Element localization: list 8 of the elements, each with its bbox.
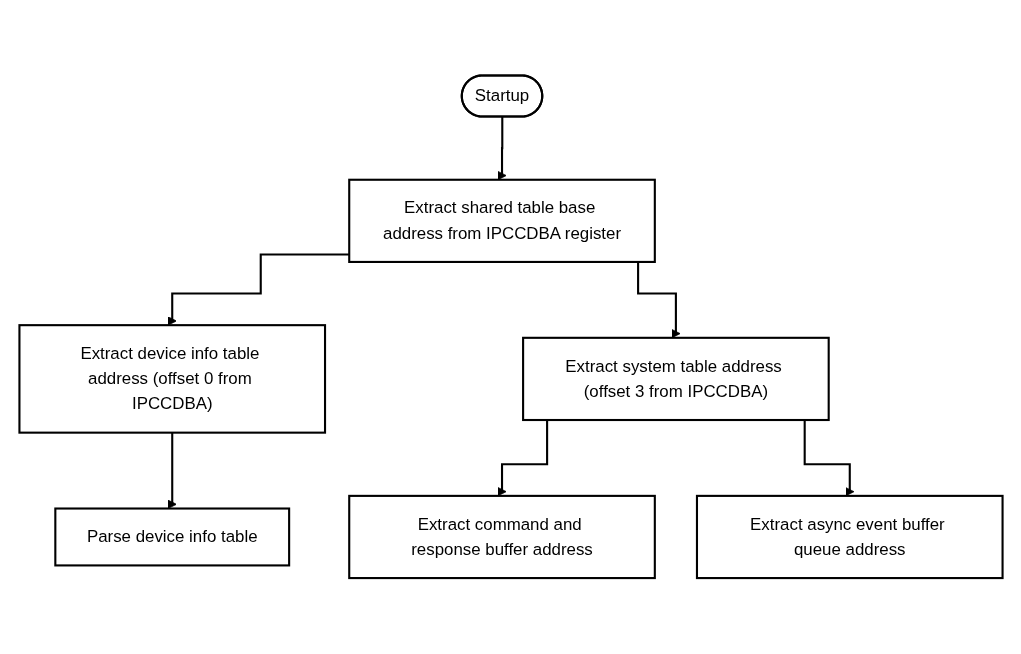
node-box: Extract async event buffer queue address: [695, 495, 1004, 580]
arrow: [496, 116, 507, 181]
node-box: Extract system table address (offset 3 from IPCCDBA): [521, 337, 830, 422]
node-box: Extract shared table base address from IPCCDBA register: [347, 178, 656, 264]
node-box: Parse device info table: [53, 507, 290, 567]
arrow: [167, 253, 349, 326]
node-box: Extract device info table address (offset 0 from IPCCDBA): [17, 324, 326, 434]
node-box: Extract command and response buffer address: [347, 495, 656, 580]
